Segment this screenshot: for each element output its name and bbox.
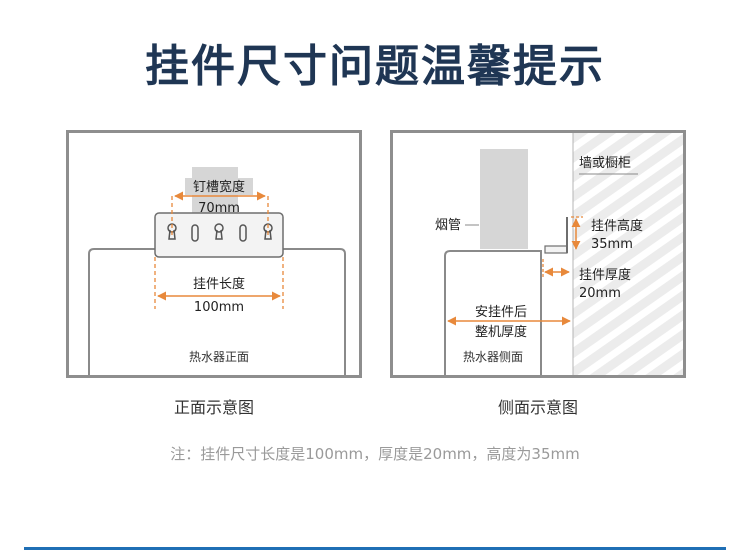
side-view-panel: 烟管 墙或橱柜 挂件高度 35mm 挂件厚度 20mm 安挂件后 整机厚度 热水… [390, 130, 686, 378]
length-value: 100mm [194, 300, 244, 315]
side-view-diagram: 烟管 墙或橱柜 挂件高度 35mm 挂件厚度 20mm 安挂件后 整机厚度 热水… [435, 133, 683, 375]
length-label: 挂件长度 [193, 276, 245, 292]
side-bracket [544, 245, 568, 254]
mounting-bracket [154, 212, 284, 258]
water-heater-side-body [444, 250, 542, 375]
slot-width-value: 70mm [198, 201, 240, 216]
wall-label: 墙或橱柜 [579, 156, 631, 171]
front-view-caption: 正面示意图 [173, 398, 254, 417]
side-heater-label: 热水器侧面 [463, 350, 523, 364]
height-label: 挂件高度 [591, 218, 643, 234]
flue-pipe-side [480, 149, 528, 249]
slot-width-label: 钉槽宽度 [193, 179, 245, 195]
slot-oval-1 [191, 224, 199, 242]
dimension-note: 注：挂件尺寸长度是100mm，厚度是20mm，高度为35mm [170, 445, 580, 463]
side-view-caption: 侧面示意图 [497, 398, 578, 417]
thickness-value: 20mm [579, 286, 621, 301]
page-title: 挂件尺寸问题温馨提示 [145, 41, 605, 92]
keyhole-slot-center [214, 223, 224, 240]
front-view-panel: 钉槽宽度 70mm 挂件长度 100mm 热水器正面 [66, 130, 362, 378]
front-heater-label: 热水器正面 [189, 350, 249, 364]
slot-oval-2 [239, 224, 247, 242]
pipe-label: 烟管 [435, 218, 461, 233]
depth-label-line2: 整机厚度 [475, 324, 527, 340]
thickness-label: 挂件厚度 [579, 267, 631, 283]
depth-label-line1: 安挂件后 [475, 305, 527, 320]
bottom-accent-line [24, 547, 726, 550]
height-value: 35mm [591, 237, 633, 252]
wall-hatched [573, 133, 683, 375]
front-view-diagram: 钉槽宽度 70mm 挂件长度 100mm 热水器正面 [88, 167, 346, 375]
